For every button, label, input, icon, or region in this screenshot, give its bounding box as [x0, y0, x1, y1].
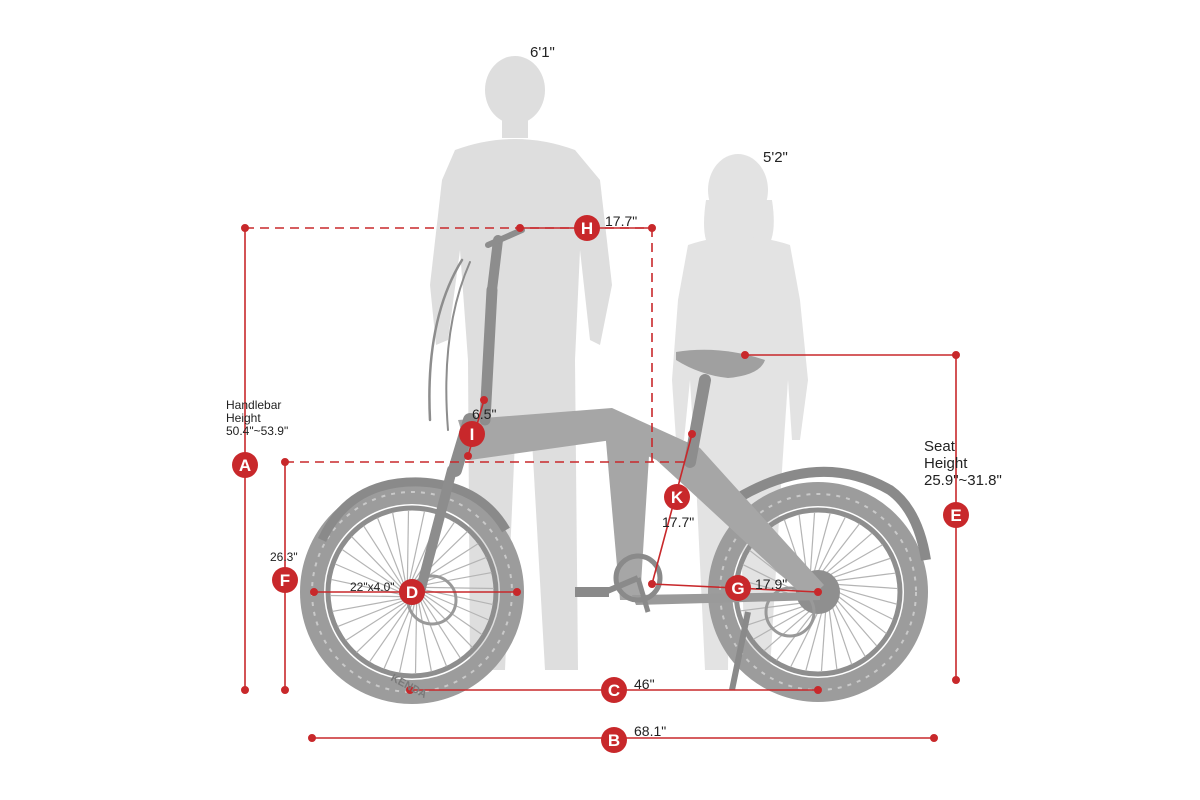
spoke [828, 544, 883, 576]
svg-text:C: C [608, 681, 620, 700]
spoke [836, 599, 878, 647]
svg-text:H: H [581, 219, 593, 238]
svg-text:A: A [239, 456, 251, 475]
dim-I-value: 6.5" [472, 406, 496, 422]
spoke [837, 587, 898, 605]
spoke [409, 510, 426, 581]
svg-text:I: I [470, 425, 475, 444]
spoke [421, 598, 461, 659]
spoke [422, 596, 473, 648]
spoke [809, 512, 816, 574]
dim-G-value: 17.9" [755, 576, 787, 592]
svg-text:B: B [608, 731, 620, 750]
marker-C: C [601, 677, 627, 703]
dim-C-value: 46" [634, 676, 655, 692]
svg-text:K: K [671, 488, 684, 507]
marker-A: A [232, 452, 258, 478]
spoke [418, 601, 433, 672]
spoke [821, 523, 861, 573]
marker-H: H [574, 215, 600, 241]
spoke [383, 603, 413, 670]
kickstand [729, 611, 751, 691]
spoke [834, 572, 896, 582]
spoke [820, 610, 827, 672]
spoke [740, 602, 802, 612]
marker-K: K [664, 484, 690, 510]
spoke [745, 605, 805, 627]
spoke [330, 594, 401, 598]
marker-D: D [399, 579, 425, 605]
spoke [805, 611, 823, 672]
spoke [345, 601, 406, 641]
dim-E-label-line3: 25.9"~31.8" [924, 472, 1002, 489]
spoke [763, 610, 811, 652]
svg-text:F: F [280, 571, 290, 590]
front-fender [317, 477, 510, 542]
dim-B-value: 68.1" [634, 723, 666, 739]
short-person-height: 5'2" [763, 149, 788, 166]
dim-K-value: 17.7" [662, 514, 694, 530]
dim-F-value: 26.3" [270, 550, 298, 564]
spoke [406, 510, 410, 581]
marker-F: F [272, 567, 298, 593]
spoke [836, 583, 898, 590]
dim-E-label-line1: Seat [924, 438, 956, 455]
spoke [341, 548, 401, 591]
dim-A-label-line1: Handlebar [226, 398, 281, 412]
spoke [420, 556, 487, 585]
spoke [834, 602, 866, 657]
marker-E: E [943, 502, 969, 528]
spoke [753, 608, 808, 640]
spoke [813, 512, 831, 573]
dim-A-label-line2: Height [226, 411, 261, 425]
spoke [334, 563, 401, 593]
spoke [423, 586, 494, 590]
spoke [837, 595, 887, 635]
dim-E-label-line2: Height [924, 455, 968, 472]
spoke [337, 599, 404, 628]
svg-text:D: D [406, 583, 418, 602]
dim-H-value: 17.7" [605, 213, 637, 229]
crankset [575, 553, 663, 613]
spoke [837, 591, 894, 620]
rear-fender [735, 466, 931, 561]
spoke [421, 571, 492, 586]
spoke [351, 536, 402, 588]
spoke [391, 512, 406, 583]
spoke [831, 605, 853, 665]
spoke [825, 532, 873, 574]
svg-text:E: E [950, 506, 961, 525]
svg-text:G: G [731, 579, 744, 598]
spoke [376, 517, 405, 584]
spoke [817, 516, 846, 573]
spoke [363, 525, 403, 586]
dim-D-value: 22"x4.0" [350, 580, 395, 594]
spoke [419, 600, 448, 667]
marker-G: G [725, 575, 751, 601]
marker-I: I [459, 421, 485, 447]
spoke [414, 603, 418, 674]
spoke [356, 602, 408, 653]
bike-drawing [300, 227, 931, 704]
tall-person-height: 6'1" [530, 44, 555, 61]
spoke [368, 603, 411, 663]
spoke [332, 598, 403, 613]
marker-B: B [601, 727, 627, 753]
dim-A-label-line3: 50.4"~53.9" [226, 424, 288, 438]
spoke [828, 608, 838, 670]
spoke [831, 557, 891, 579]
